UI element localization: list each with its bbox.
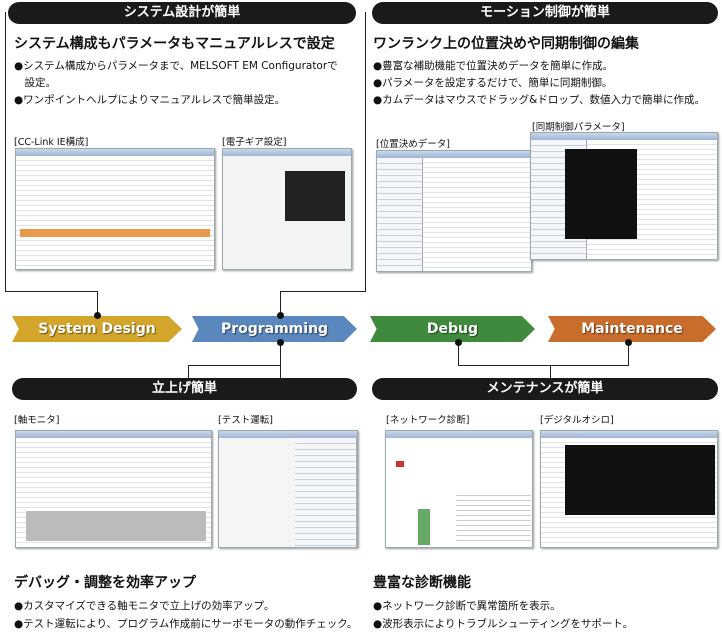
screenshot-label: [テスト運転] — [218, 415, 273, 426]
connector-line — [188, 365, 281, 366]
connector-line — [280, 291, 366, 292]
connector-dot — [277, 312, 284, 319]
sync-parameter-screenshot — [530, 132, 718, 260]
connector-line — [280, 342, 281, 392]
electronic-gear-screenshot — [222, 148, 352, 270]
bullet: ●ネットワーク診断で異常箇所を表示。 — [373, 600, 561, 612]
network-diagnosis-screenshot — [385, 430, 533, 548]
bullet: ●テスト運転により、プログラム作成前にサーボモータの動作チェック。 — [14, 618, 358, 630]
connector-line — [5, 12, 6, 292]
connector-line — [458, 342, 459, 366]
phase-programming: Programming — [192, 316, 357, 342]
section-title-startup: 立上げ簡単 — [12, 378, 357, 400]
screenshot-label: [デジタルオシロ] — [540, 415, 614, 426]
connector-dot — [455, 339, 462, 346]
test-operation-screenshot — [218, 430, 358, 548]
phase-system-design: System Design — [12, 316, 182, 342]
connector-line — [458, 365, 629, 366]
bullet: ●カスタマイズできる軸モニタで立上げの効率アップ。 — [14, 600, 275, 612]
connector-dot — [625, 339, 632, 346]
phase-maintenance: Maintenance — [548, 316, 716, 342]
cc-link-screenshot — [15, 148, 215, 270]
heading-system: システム構成もパラメータもマニュアルレスで設定 — [14, 36, 335, 52]
connector-line — [5, 291, 97, 292]
connector-line — [628, 342, 629, 366]
positioning-data-screenshot — [376, 150, 532, 272]
digital-oscilloscope-screenshot — [540, 430, 718, 548]
screenshot-label: [CC-Link IE構成] — [14, 137, 89, 148]
screenshot-label: [電子ギア設定] — [222, 137, 287, 148]
phase-debug: Debug — [370, 316, 535, 342]
connector-line — [365, 12, 366, 292]
screenshot-label: [軸モニタ] — [14, 415, 60, 426]
bullet: ●波形表示によりトラブルシューティングをサポート。 — [373, 618, 634, 630]
connector-dot — [277, 339, 284, 346]
screenshot-label: [同期制御パラメータ] — [532, 122, 625, 133]
section-title-motion: モーション制御が簡単 — [372, 2, 718, 24]
bullet: ●カムデータはマウスでドラッグ&ドロップ、数値入力で簡単に作成。 — [373, 94, 706, 106]
screenshot-label: [ネットワーク診断] — [386, 415, 470, 426]
bullet: ●パラメータを設定するだけで、簡単に同期制御。 — [373, 77, 613, 89]
axis-monitor-screenshot — [15, 430, 212, 548]
bullet: ●ワンポイントヘルプによりマニュアルレスで簡単設定。 — [14, 94, 286, 106]
bullet: ●システム構成からパラメータまで、MELSOFT EM Configurator… — [14, 60, 338, 72]
connector-line — [550, 365, 551, 378]
connector-line — [188, 365, 189, 378]
section-title-maintenance: メンテナンスが簡単 — [372, 378, 718, 400]
bullet: 設定。 — [14, 77, 56, 89]
bullet: ●豊富な補助機能で位置決めデータを簡単に作成。 — [373, 60, 614, 72]
connector-line — [280, 291, 281, 316]
heading-motion: ワンランク上の位置決めや同期制御の編集 — [373, 36, 639, 52]
heading-maintenance: 豊富な診断機能 — [373, 575, 471, 591]
heading-startup: デバッグ・調整を効率アップ — [14, 575, 196, 591]
connector-dot — [94, 312, 101, 319]
section-title-system-design: システム設計が簡単 — [8, 2, 356, 24]
screenshot-label: [位置決めデータ] — [376, 139, 450, 150]
connector-line — [97, 291, 98, 316]
